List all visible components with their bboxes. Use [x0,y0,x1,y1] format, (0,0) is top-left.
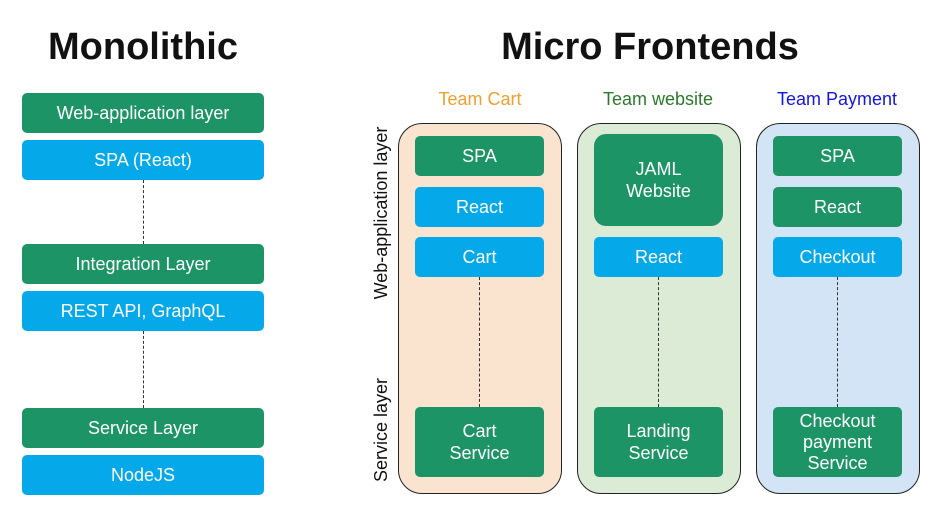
team-cart-service-line-1: Cart [462,421,497,441]
team-payment-checkout-label: Checkout [799,247,876,267]
integration-layer-label: Integration Layer [75,254,211,274]
team-payment-service-line-3: Service [807,452,868,473]
team-website-jaml-box: JAML Website [594,134,723,226]
team-cart-spa-label: SPA [462,146,497,166]
team-payment-checkout-box: Checkout [773,237,902,277]
micro-frontends-title: Micro Frontends [501,26,799,68]
team-website-connector [658,277,659,407]
team-cart-cart-box: Cart [415,237,544,277]
team-cart-react-label: React [455,197,504,217]
web-application-layer-box: Web-application layer [22,93,264,133]
team-website-jaml-line-2: Website [626,181,691,201]
spa-react-label: SPA (React) [94,150,192,170]
team-payment-spa-label: SPA [820,146,855,166]
team-payment-react-label: React [813,197,862,217]
monolithic-title: Monolithic [48,26,238,68]
connector-line-1 [143,180,144,244]
team-cart-service-box: Cart Service [415,407,544,477]
team-website-service-line-1: Landing [626,421,691,441]
axis-label-service-layer: Service layer [371,377,391,483]
team-cart-spa-box: SPA [415,136,544,176]
axis-label-web-application-layer: Web-application layer [371,126,391,300]
team-payment-react-box: React [773,187,902,227]
integration-layer-box: Integration Layer [22,244,264,284]
team-cart-cart-label: Cart [462,247,497,267]
service-layer-box: Service Layer [22,408,264,448]
connector-line-2 [143,331,144,408]
team-cart-react-box: React [415,187,544,227]
team-payment-connector [837,277,838,407]
team-cart-connector [479,277,480,407]
team-payment-service-line-1: Checkout [799,410,876,431]
team-website-label: Team website [602,89,714,109]
team-payment-service-box: Checkout payment Service [773,407,902,477]
rest-api-graphql-label: REST API, GraphQL [60,301,226,321]
rest-api-graphql-box: REST API, GraphQL [22,291,264,331]
web-application-layer-label: Web-application layer [56,103,230,123]
team-payment-spa-box: SPA [773,136,902,176]
nodejs-label: NodeJS [110,465,176,485]
spa-react-box: SPA (React) [22,140,264,180]
team-website-service-line-2: Service [628,443,689,463]
team-website-service-box: Landing Service [594,407,723,477]
team-website-jaml-line-1: JAML [635,159,682,179]
team-payment-label: Team Payment [776,89,898,109]
team-cart-label: Team Cart [438,89,522,109]
team-website-react-box: React [594,237,723,277]
nodejs-box: NodeJS [22,455,264,495]
team-website-react-label: React [634,247,683,267]
service-layer-label: Service Layer [87,418,199,438]
team-cart-service-line-2: Service [449,443,510,463]
team-payment-service-line-2: payment [802,431,873,452]
